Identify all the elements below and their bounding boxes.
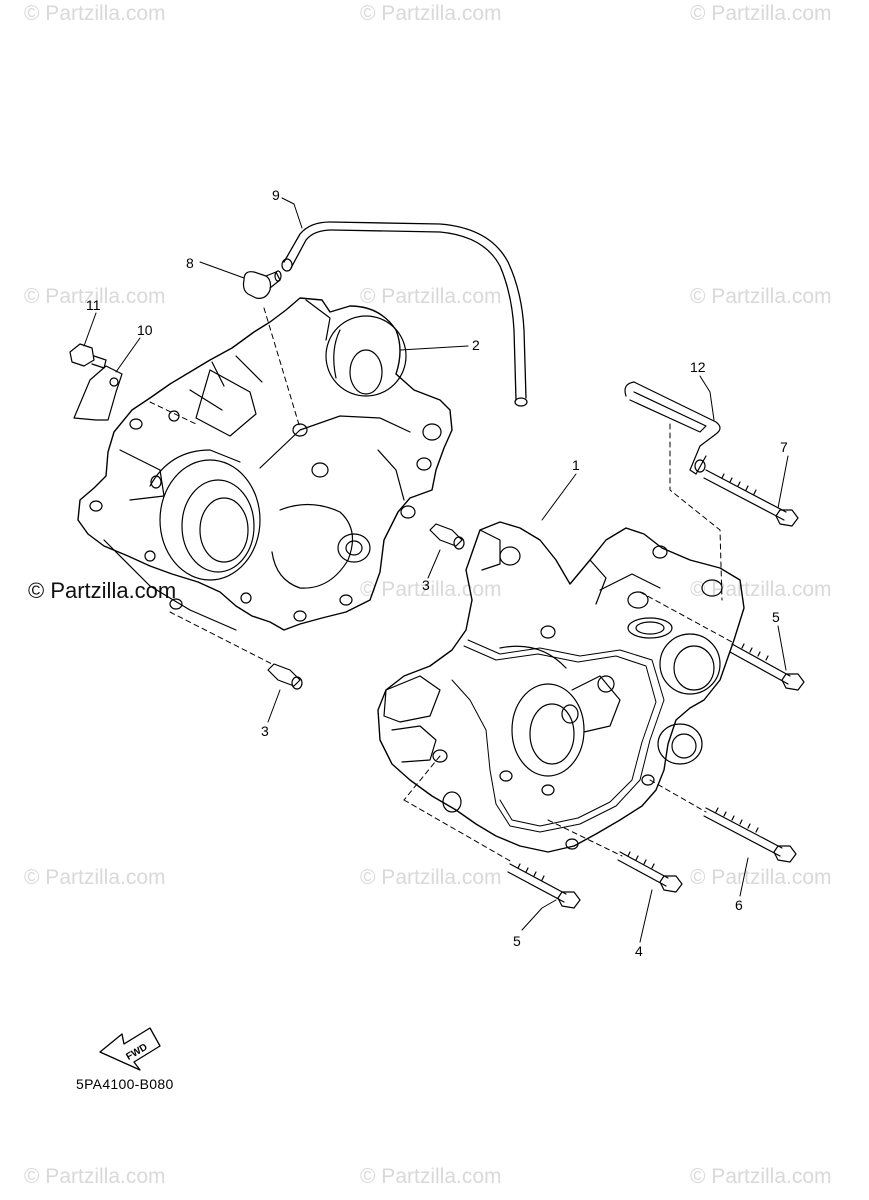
callout-9: 9	[272, 187, 280, 203]
dowel-pin-part-3a[interactable]	[429, 523, 465, 550]
callout-2: 2	[472, 337, 480, 353]
callout-4: 4	[635, 943, 643, 959]
bolt-part-4[interactable]	[617, 851, 683, 893]
watermark: © Partzilla.com	[24, 2, 166, 25]
callout-11: 11	[86, 297, 101, 313]
diagram-code: 5PA4100-B080	[76, 1076, 174, 1092]
bolt-part-5a[interactable]	[729, 643, 805, 691]
watermark: © Partzilla.com	[360, 578, 502, 601]
bolt-part-7[interactable]	[703, 469, 799, 527]
callout-12: 12	[690, 359, 706, 375]
watermark: © Partzilla.com	[690, 1165, 832, 1188]
watermark: © Partzilla.com	[360, 1165, 502, 1188]
watermark: © Partzilla.com	[24, 285, 166, 308]
watermark: © Partzilla.com	[360, 2, 502, 25]
watermark-strong: © Partzilla.com	[28, 578, 177, 603]
callout-3b: 3	[261, 723, 269, 739]
watermark: © Partzilla.com	[24, 866, 166, 889]
callout-7: 7	[780, 439, 788, 455]
breather-hose-part-9[interactable]	[281, 221, 528, 407]
bolt-part-11[interactable]	[69, 343, 107, 369]
alignment-lines-left	[149, 307, 301, 665]
bolt-part-5b[interactable]	[507, 863, 581, 909]
callout-8: 8	[186, 255, 194, 271]
callout-labels: 9 8 2 11 10 1 12 7 5 3 3 6 4 5	[86, 187, 788, 959]
callout-1: 1	[572, 457, 580, 473]
watermark: © Partzilla.com	[24, 1165, 166, 1188]
clamp-part-12[interactable]	[624, 381, 721, 475]
fwd-arrow-icon: FWD	[99, 1027, 161, 1071]
alignment-lines-right	[403, 423, 733, 863]
dowel-pin-part-3b[interactable]	[267, 663, 303, 690]
watermark: © Partzilla.com	[690, 2, 832, 25]
callout-5b: 5	[513, 933, 521, 949]
callout-5a: 5	[772, 609, 780, 625]
watermark: © Partzilla.com	[690, 866, 832, 889]
left-crankcase-part-2[interactable]	[77, 297, 453, 631]
plate-part-10[interactable]	[73, 365, 123, 421]
watermark: © Partzilla.com	[360, 866, 502, 889]
leader-lines	[83, 197, 789, 943]
right-crankcase-part-1[interactable]	[377, 521, 745, 853]
watermark: © Partzilla.com	[690, 578, 832, 601]
bolt-part-6[interactable]	[703, 807, 797, 863]
callout-10: 10	[137, 322, 153, 338]
callout-3a: 3	[422, 577, 430, 593]
callout-6: 6	[735, 897, 743, 913]
watermark: © Partzilla.com	[690, 285, 832, 308]
watermark: © Partzilla.com	[360, 285, 502, 308]
hose-fitting-part-8[interactable]	[242, 270, 282, 299]
